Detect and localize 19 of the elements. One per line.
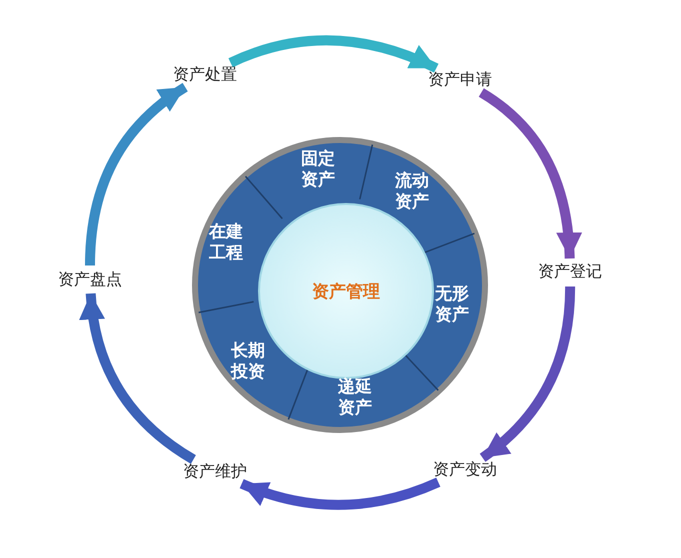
cycle-arrow (228, 35, 438, 73)
category-label: 无形资产 (434, 284, 470, 326)
category-label: 递延资产 (337, 377, 373, 419)
stage-label: 资产变动 (433, 460, 497, 480)
stage-label: 资产申请 (428, 70, 492, 90)
stage-label: 资产维护 (183, 462, 247, 482)
cycle-arrow (240, 478, 440, 510)
stage-label: 资产盘点 (58, 270, 122, 290)
core-title: 资产管理 (312, 280, 380, 302)
category-label: 固定资产 (300, 149, 336, 191)
category-label: 流动资产 (394, 171, 430, 213)
category-label: 在建工程 (208, 222, 244, 264)
cycle-arrow (85, 82, 188, 266)
category-label: 长期投资 (230, 341, 266, 383)
stage-label: 资产处置 (173, 64, 237, 86)
stage-label: 资产登记 (538, 262, 602, 282)
cycle-arrow (80, 293, 196, 464)
cycle-arrow (480, 286, 576, 462)
cycle-arrow (478, 88, 582, 259)
